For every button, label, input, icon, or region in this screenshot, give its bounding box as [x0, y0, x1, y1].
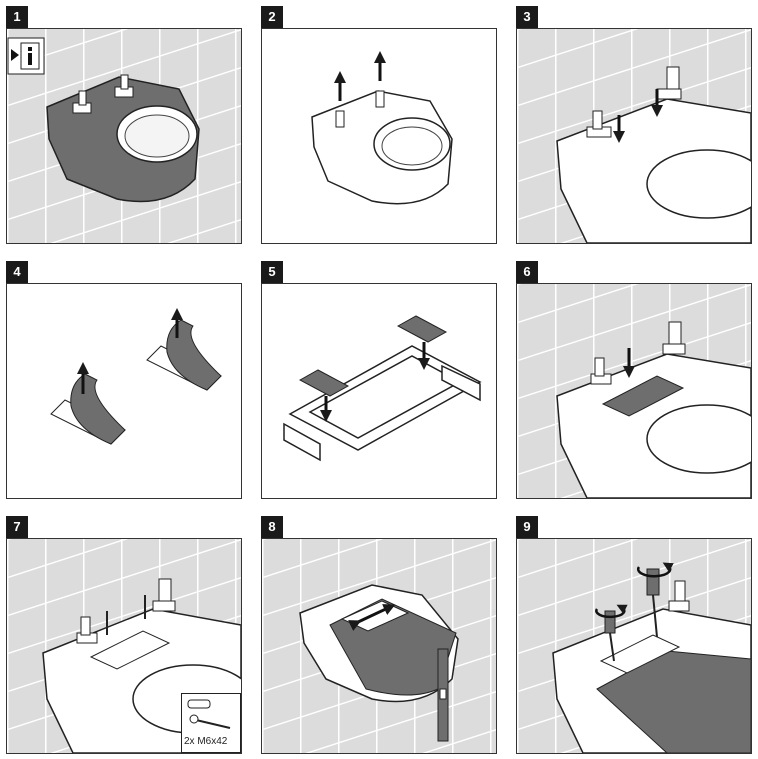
step-panel-1: 1 — [6, 6, 242, 244]
seat-fixture-right — [662, 321, 686, 355]
adhesive-pad — [146, 319, 222, 391]
step-panel-5: 5 — [261, 261, 497, 499]
seat-fixture-left — [590, 357, 612, 385]
step-illustration — [516, 28, 752, 244]
mounting-plate — [601, 375, 685, 417]
toilet-bowl — [311, 90, 453, 205]
screw-label: 2x M6x42 — [184, 736, 228, 747]
mounting-plate — [283, 345, 482, 462]
step-illustration: 2x M6x42 — [6, 538, 242, 754]
seat-fixture-right — [375, 90, 385, 108]
step-number: 3 — [516, 6, 538, 28]
step-panel-9: 9 — [516, 516, 752, 754]
seat-fixture-right — [656, 66, 682, 100]
step-illustration — [6, 28, 242, 244]
info-icon[interactable] — [7, 37, 45, 75]
step-panel-3: 3 — [516, 6, 752, 244]
step-panel-4: 4 — [6, 261, 242, 499]
rotate-icon — [637, 562, 674, 578]
step-illustration — [261, 28, 497, 244]
step-panel-2: 2 — [261, 6, 497, 244]
spirit-level — [437, 648, 449, 742]
step-panel-7: 7 — [6, 516, 242, 754]
seat-fixture-left — [72, 90, 92, 114]
step-illustration — [261, 538, 497, 754]
step-number: 4 — [6, 261, 28, 283]
mounting-plate — [89, 630, 171, 670]
seat-fixture-left — [76, 616, 98, 644]
step-number: 5 — [261, 261, 283, 283]
mounting-plate — [599, 634, 681, 674]
screw-callout: 2x M6x42 — [181, 693, 241, 753]
rotate-icon — [595, 604, 628, 619]
step-number: 1 — [6, 6, 28, 28]
step-illustration — [6, 283, 242, 499]
step-number: 2 — [261, 6, 283, 28]
step-number: 7 — [6, 516, 28, 538]
toilet-bowl — [556, 98, 751, 243]
step-number: 9 — [516, 516, 538, 538]
screwdriver-icon — [604, 610, 616, 662]
seat-fixture-left — [335, 110, 345, 128]
toilet-bowl — [556, 353, 751, 498]
step-panel-6: 6 — [516, 261, 752, 499]
step-illustration — [516, 283, 752, 499]
step-number: 8 — [261, 516, 283, 538]
step-illustration — [516, 538, 752, 754]
arrow-left-right-icon — [348, 604, 396, 631]
step-number: 6 — [516, 261, 538, 283]
adhesive-pad — [298, 315, 448, 397]
adhesive-pad — [50, 373, 126, 445]
seat-fixture-left — [586, 110, 612, 138]
seat-fixture-right — [152, 578, 176, 612]
seat-fixture-right — [114, 74, 134, 98]
step-illustration — [261, 283, 497, 499]
seat-fixture-right — [668, 580, 690, 612]
screw-icon — [187, 699, 231, 729]
step-panel-8: 8 — [261, 516, 497, 754]
